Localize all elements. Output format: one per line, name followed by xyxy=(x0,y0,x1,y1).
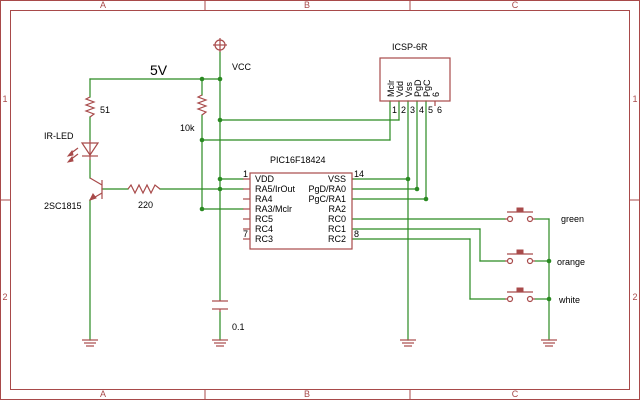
icsp-pin-number-5: 5 xyxy=(428,105,433,115)
ground-symbol-capacitor xyxy=(212,339,228,347)
ic-pin-vdd: VDD xyxy=(255,174,275,184)
row-label-2: 2 xyxy=(2,292,7,302)
icsp-pin-number-3: 3 xyxy=(410,105,415,115)
ic-pin-rc1: RC1 xyxy=(328,224,346,234)
ic-pin-rc2: RC2 xyxy=(328,234,346,244)
resistor-51 xyxy=(84,96,96,118)
ic-pin-stubs xyxy=(243,178,353,240)
ic-pin-number-7: 7 xyxy=(243,229,248,239)
row-label-1-right: 1 xyxy=(632,94,637,104)
ic-pin-number-8: 8 xyxy=(354,229,359,239)
ir-led-label: IR-LED xyxy=(44,131,74,141)
resistor-220 xyxy=(127,183,161,195)
ir-led-symbol xyxy=(66,140,100,163)
ic-pin-ra4: RA4 xyxy=(255,194,273,204)
ground-symbol-icsp xyxy=(400,339,416,347)
icsp-pin-number-4: 4 xyxy=(419,105,424,115)
row-label-1: 1 xyxy=(2,94,7,104)
button-green xyxy=(505,207,535,223)
button-white-label: white xyxy=(558,295,580,305)
transistor-2sc1815 xyxy=(89,177,103,201)
icsp-pin-vdd: Vdd xyxy=(395,81,405,97)
ic-name: PIC16F18424 xyxy=(270,155,326,165)
col-label-a: A xyxy=(100,0,106,10)
ic-pin-rc0: RC0 xyxy=(328,214,346,224)
icsp-pin-numbers: 1 2 3 4 5 6 xyxy=(392,105,442,115)
ic-pin-vss: VSS xyxy=(328,174,346,184)
icsp-pin-pgd: PgD xyxy=(413,79,423,97)
button-orange xyxy=(505,249,535,265)
col-label-c: C xyxy=(512,0,519,10)
capacitor-value: 0.1 xyxy=(232,322,245,332)
transistor-label: 2SC1815 xyxy=(44,201,82,211)
icsp-pin-number-6: 6 xyxy=(437,105,442,115)
resistor-51-value: 51 xyxy=(100,105,110,115)
col-label-b-bottom: B xyxy=(304,389,310,399)
ic-body xyxy=(249,172,353,250)
ic-pin-rc5: RC5 xyxy=(255,214,273,224)
icsp-pin-vss: Vss xyxy=(404,81,414,97)
ic-pin-number-1: 1 xyxy=(243,169,248,179)
ground-symbol-transistor xyxy=(82,339,98,347)
junction-dots xyxy=(199,76,552,302)
vcc-symbol xyxy=(213,38,227,52)
ground-symbol-buttons xyxy=(541,339,557,347)
ic-pin-ra5: RA5/IrOut xyxy=(255,184,296,194)
resistor-10k xyxy=(196,94,208,116)
icsp-pin-number-1: 1 xyxy=(392,105,397,115)
ic-pin-rc3: RC3 xyxy=(255,234,273,244)
icsp-pin-pgc: PgC xyxy=(422,79,432,97)
icsp-name: ICSP-6R xyxy=(392,42,428,52)
col-label-c-bottom: C xyxy=(512,389,519,399)
col-label-a-bottom: A xyxy=(100,389,106,399)
ic-pin-ra3: RA3/Mclr xyxy=(255,204,292,214)
icsp-pin-number-2: 2 xyxy=(401,105,406,115)
resistor-10k-value: 10k xyxy=(180,123,195,133)
row-label-2-right: 2 xyxy=(632,292,637,302)
supply-5v-label: 5V xyxy=(150,62,168,78)
ic-pin-rc4: RC4 xyxy=(255,224,273,234)
ic-pin-ra1: PgC/RA1 xyxy=(308,194,346,204)
ic-pin-ra2: RA2 xyxy=(328,204,346,214)
col-label-b: B xyxy=(304,0,310,10)
button-green-label: green xyxy=(561,214,584,224)
button-white xyxy=(505,287,535,303)
icsp-connector-body xyxy=(379,57,451,102)
ic-pin-number-14: 14 xyxy=(354,169,364,179)
icsp-pin-labels: Mclr Vdd Vss PgD PgC 6 xyxy=(386,79,441,97)
resistor-220-value: 220 xyxy=(138,200,153,210)
capacitor-0-1 xyxy=(212,300,228,312)
button-orange-label: orange xyxy=(557,257,585,267)
wires xyxy=(89,51,550,341)
ic-pin-ra0: PgD/RA0 xyxy=(308,184,346,194)
vcc-label: VCC xyxy=(232,62,252,72)
icsp-pin-mclr: Mclr xyxy=(386,80,396,97)
icsp-pin-6: 6 xyxy=(431,92,441,97)
